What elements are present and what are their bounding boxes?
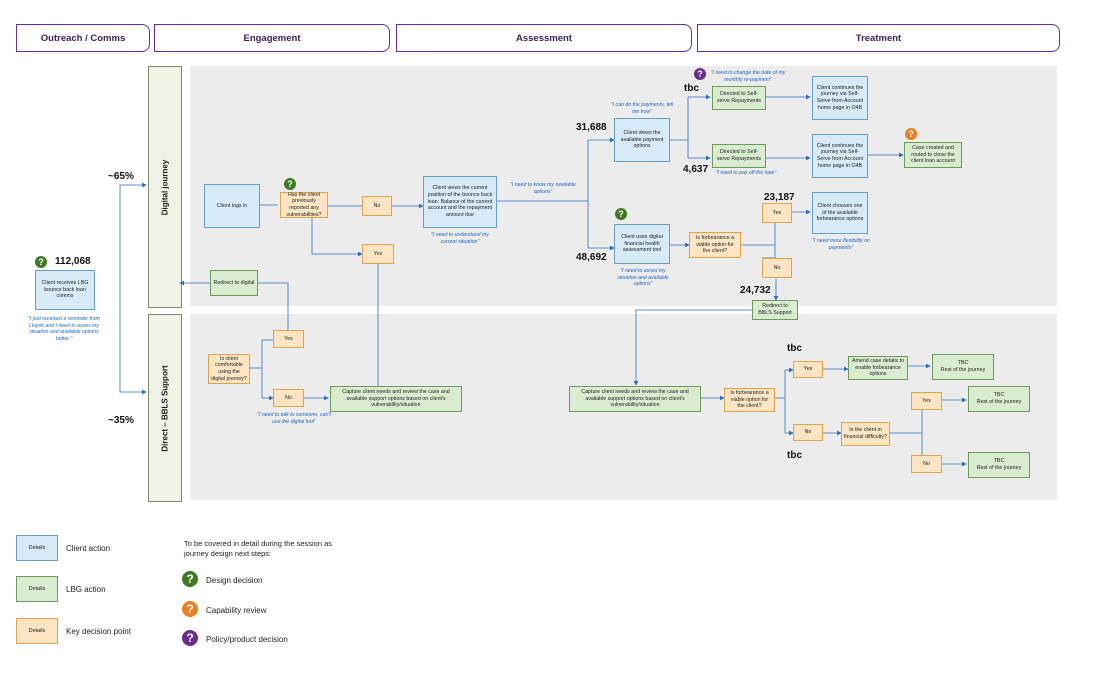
legend-decision-swatch: Details: [16, 618, 58, 644]
stat-payoff: 4,637: [683, 164, 709, 175]
quote-change-date: "I need to change the date of my monthly…: [710, 70, 786, 83]
decision-yes: Yes: [762, 203, 792, 223]
node-case-created: Case created and routed to close the cli…: [904, 142, 962, 168]
stat-bbls: 24,732: [740, 285, 771, 296]
quote-pay-off: "I need to pay off the loan": [715, 170, 777, 176]
decision-yes: Yes: [793, 361, 823, 378]
decision-yes: Yes: [911, 392, 942, 410]
legend-capability: Capability review: [206, 606, 267, 615]
legend-lbg-action: LBG action: [66, 585, 106, 594]
decision-forbearance: Is forbearance a viable option for the c…: [689, 232, 741, 258]
decision-yes: Yes: [273, 330, 304, 348]
phase-treatment: Treatment: [697, 24, 1060, 52]
node-receives-comms: Client receives LBG bounce back loan com…: [35, 270, 95, 310]
direct-share: ~35%: [108, 415, 134, 426]
decision-forbearance: Is forbearance a viable option for the c…: [724, 388, 775, 412]
node-capture-needs: Capture client needs and review the case…: [330, 386, 462, 412]
stat-tool: 48,692: [576, 252, 607, 263]
node-views-payment: Client views the available payment optio…: [614, 118, 670, 162]
stat-start: 112,068: [55, 256, 91, 267]
phase-outreach: Outreach / Comms: [16, 24, 150, 52]
node-tbc: TBC Rest of the journey: [968, 452, 1030, 478]
node-amend-case: Amend case details to enable forbearance…: [848, 356, 908, 380]
node-tbc: TBC Rest of the journey: [932, 354, 994, 380]
stat-repay-monthly: tbc: [684, 83, 699, 94]
node-tbc: TBC Rest of the journey: [968, 386, 1030, 412]
stat-forbearance: 23,187: [764, 192, 795, 203]
quote-reminder: "I just received a reminder from Lloyds …: [28, 316, 100, 342]
legend-intro: To be covered in detail during the sessi…: [184, 539, 333, 558]
quote-understand: "I need to understand my current situati…: [431, 232, 489, 245]
node-continues-payoff: Client continues the journey via Self-Se…: [812, 134, 868, 178]
legend-decision-point: Key decision point: [66, 627, 131, 636]
legend-client-swatch: Details: [16, 535, 58, 561]
lane-label-digital: Digital journey: [148, 66, 182, 308]
decision-no: No: [762, 258, 792, 278]
node-digital-tool: Client uses digital financial health ass…: [614, 224, 670, 264]
capability-review-icon: ?: [905, 128, 917, 140]
quote-know-options: "I need to know my available options": [510, 182, 576, 195]
quote-talk: "I need to talk to someone, can't use th…: [257, 412, 331, 425]
policy-decision-icon: ?: [694, 68, 706, 80]
decision-no: No: [273, 389, 304, 407]
quote-asses: "I need to asses my situation and availa…: [617, 268, 669, 287]
legend-design: Design decision: [206, 576, 263, 585]
legend-client-action: Client action: [66, 544, 111, 553]
digital-share: ~65%: [108, 171, 134, 182]
quote-do-payments: "I can do the payments, tell me how": [610, 102, 674, 115]
stat-payment: 31,688: [576, 122, 607, 133]
quote-flexibility: "I need more flexibility on payments": [812, 238, 870, 251]
legend-lbg-swatch: Details: [16, 576, 58, 602]
decision-comfortable: Is client comfortable using the digital …: [208, 354, 250, 384]
node-capture-needs: Capture client needs and review the case…: [569, 386, 701, 412]
digital-lane-background: [190, 66, 1057, 306]
decision-no: No: [911, 455, 942, 473]
policy-decision-icon: ?: [182, 630, 198, 646]
phase-assessment: Assessment: [396, 24, 692, 52]
decision-yes: Yes: [362, 244, 394, 264]
node-continues-monthly: Client continues the journey via Self-Se…: [812, 76, 868, 120]
decision-financial-difficulty: Is the client in financial difficulty?: [841, 422, 890, 446]
decision-no: No: [793, 424, 823, 441]
stat-amend: tbc: [787, 343, 802, 354]
design-decision-icon: ?: [284, 178, 296, 190]
node-redirect-digital: Redirect to digital: [210, 270, 258, 296]
phase-engagement: Engagement: [154, 24, 390, 52]
stat-financial-no: tbc: [787, 450, 802, 461]
node-directed-monthly: Directed to Self-serve Repayments: [712, 86, 766, 110]
design-decision-icon: ?: [182, 571, 198, 587]
node-directed-payoff: Directed to Self-serve Repayments: [712, 144, 766, 168]
design-decision-icon: ?: [35, 256, 47, 268]
decision-no: No: [362, 196, 392, 216]
node-chooses-forbearance: Client chooses one of the available forb…: [812, 192, 868, 234]
node-redirect-bbls: Redirect to BBLS Support: [752, 300, 798, 320]
lane-label-direct: Direct – BBLS Support: [148, 314, 182, 502]
legend-policy: Policy/product decision: [206, 635, 288, 644]
node-views-position: Client views the current position of the…: [423, 176, 497, 228]
node-client-logs-in: Client logs in: [204, 184, 260, 228]
design-decision-icon: ?: [615, 208, 627, 220]
capability-review-icon: ?: [182, 601, 198, 617]
decision-reported-vulnerabilities: Has the client previously reported any v…: [280, 192, 328, 218]
